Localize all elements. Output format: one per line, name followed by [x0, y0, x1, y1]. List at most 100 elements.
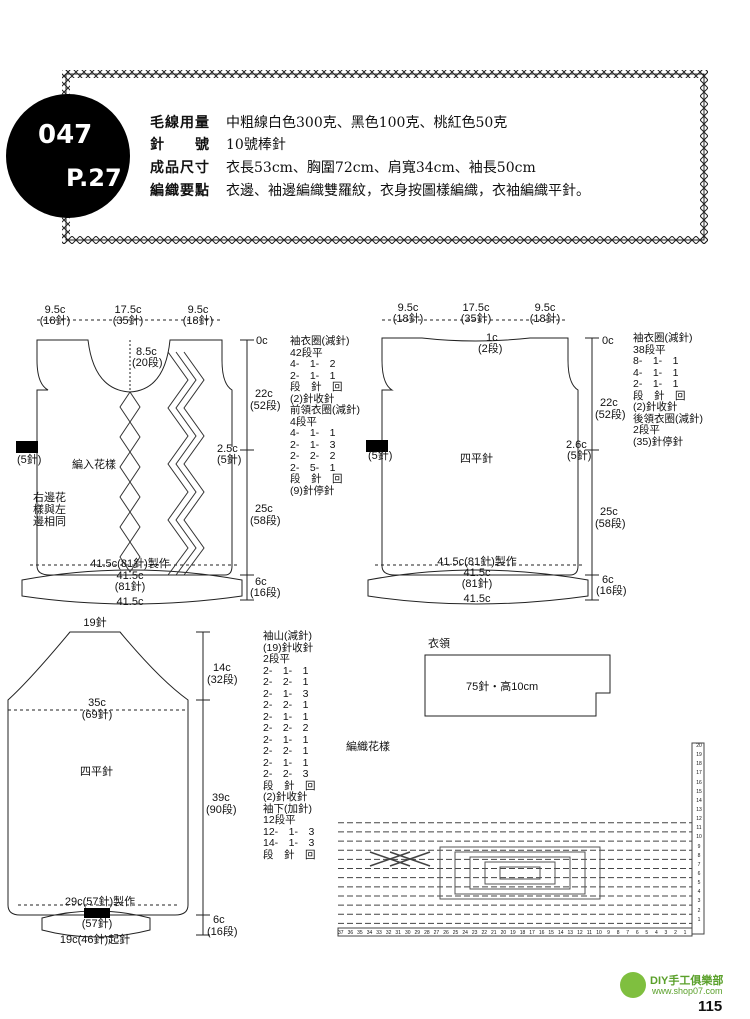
- row-number: 2: [697, 907, 701, 914]
- back-width: 41.5c: [463, 567, 491, 579]
- chart-title: 編織花樣: [346, 741, 390, 753]
- sleeve-len: 39c: [212, 792, 230, 804]
- note-line: 8- 1- 1: [633, 355, 679, 367]
- back-armhole-rows: (52段): [595, 409, 626, 421]
- note-line: 4- 1- 2: [290, 358, 336, 370]
- note-line: 12- 1- 3: [263, 825, 315, 838]
- row-number: 18: [696, 761, 702, 768]
- back-w2: 17.5c: [462, 302, 490, 314]
- note-line: 袖衣圈(減針): [633, 332, 693, 344]
- note-line: 4段平: [290, 415, 317, 428]
- pattern-chart: [337, 742, 705, 937]
- col-number: 3: [664, 930, 668, 936]
- col-number: 22: [481, 930, 487, 936]
- col-number: 9: [607, 930, 610, 936]
- col-number: 30: [404, 930, 411, 936]
- note-line: 袖山(減針): [263, 630, 312, 642]
- note-line: 段 針 回: [290, 473, 343, 485]
- note-line: 12段平: [263, 814, 296, 826]
- note-line: 段 針 回: [290, 381, 343, 393]
- front-note-3: 邊相同: [33, 516, 66, 528]
- col-number: 25: [452, 930, 459, 936]
- front-w2-st: (35針): [112, 315, 144, 327]
- note-line: (19)針收針: [263, 641, 314, 654]
- note-line: 前領衣圈(減針): [290, 404, 360, 416]
- col-number: 18: [519, 930, 526, 936]
- front-rib-rows: (16段): [250, 587, 281, 599]
- sleeve-cap: 14c: [213, 662, 231, 674]
- col-number: 31: [395, 930, 401, 936]
- col-number: 26: [443, 930, 449, 936]
- sleeve-cuff-rows: (16段): [207, 926, 238, 938]
- back-cast-on: 41.5c(81針)製作: [437, 556, 517, 568]
- note-line: 袖下(加針): [263, 802, 312, 815]
- note-line: 2- 1- 3: [263, 687, 309, 700]
- sleeve-cuff: 6c: [213, 914, 225, 926]
- col-number: 37: [338, 930, 344, 936]
- row-label: 針 號: [150, 137, 210, 153]
- note-line: 2- 2- 1: [263, 676, 309, 688]
- sleeve-center-label: 四平針: [80, 766, 113, 778]
- col-number: 32: [385, 930, 392, 936]
- row-number: 1: [697, 916, 701, 923]
- row-number: 14: [696, 797, 702, 804]
- front-armhole: 22c: [255, 388, 273, 400]
- col-number: 24: [462, 930, 468, 936]
- sleeve-marker: [84, 908, 110, 918]
- back-w2-st: (35針): [460, 313, 492, 325]
- front-w2: 17.5c: [114, 304, 142, 316]
- row-number: 11: [696, 825, 702, 832]
- sleeve-cast-on: 29c(57針)製作: [64, 896, 136, 908]
- page-number: 115: [698, 998, 723, 1015]
- back-center-label: 四平針: [460, 453, 493, 465]
- col-number: 13: [567, 930, 574, 936]
- note-line: (35)針停針: [633, 435, 684, 448]
- front-marker-right: [217, 447, 233, 455]
- note-line: (2)針收針: [263, 791, 308, 803]
- front-side: 2.5c: [217, 443, 238, 455]
- note-line: 2- 2- 2: [290, 450, 336, 462]
- front-side-st: (5針): [217, 454, 242, 466]
- back-rib-rows: (16段): [596, 585, 627, 597]
- front-w3: 9.5c: [187, 304, 209, 316]
- sleeve-width-st: (69針): [81, 709, 113, 721]
- sleeve-cuff-st: (57針): [81, 918, 113, 930]
- back-marker-left: [366, 440, 388, 452]
- header-row-needle: 針 號 10號棒針: [150, 133, 286, 155]
- back-side-st: (5針): [567, 450, 592, 462]
- row-number: 8: [697, 852, 701, 859]
- row-number: 16: [696, 779, 702, 786]
- col-number: 35: [357, 930, 363, 936]
- note-line: 後領衣圈(減針): [633, 412, 703, 425]
- note-line: 2- 2- 3: [263, 768, 309, 780]
- badge-circle: [6, 94, 130, 218]
- note-line: 2- 2- 2: [263, 722, 309, 734]
- header-row-size: 成品尺寸 衣長53cm、胸圍72cm、肩寬34cm、袖長50cm: [150, 156, 536, 178]
- sleeve-top-st: 19針: [83, 617, 107, 629]
- chart-motif: [469, 856, 571, 890]
- badge-number: 047: [38, 120, 93, 150]
- back-w1-st: (18針): [392, 313, 424, 325]
- col-number: 14: [557, 930, 564, 936]
- back-neck-depth: 1c: [486, 332, 498, 344]
- col-number: 28: [424, 930, 430, 936]
- header-row-yarn: 毛線用量 中粗線白色300克、黑色100克、桃紅色50克: [150, 111, 507, 133]
- note-line: 2- 1- 3: [290, 438, 336, 451]
- chart-motif: [484, 861, 556, 885]
- note-line: 42段平: [290, 346, 323, 359]
- note-line: 2- 1- 1: [263, 756, 309, 769]
- sleeve-cap-rows: (32段): [207, 674, 238, 686]
- note-line: 4- 1- 1: [633, 366, 679, 379]
- back-body-rows: (58段): [595, 518, 626, 530]
- back-top-0: 0c: [602, 335, 614, 347]
- row-value: 衣長53cm、胸圍72cm、肩寬34cm、袖長50cm: [226, 160, 536, 176]
- col-number: 11: [586, 930, 592, 936]
- row-value: 中粗線白色300克、黑色100克、桃紅色50克: [226, 115, 508, 131]
- note-line: 袖衣圈(減針): [290, 335, 350, 347]
- logo-icon: [620, 972, 646, 998]
- note-line: 38段平: [633, 343, 666, 356]
